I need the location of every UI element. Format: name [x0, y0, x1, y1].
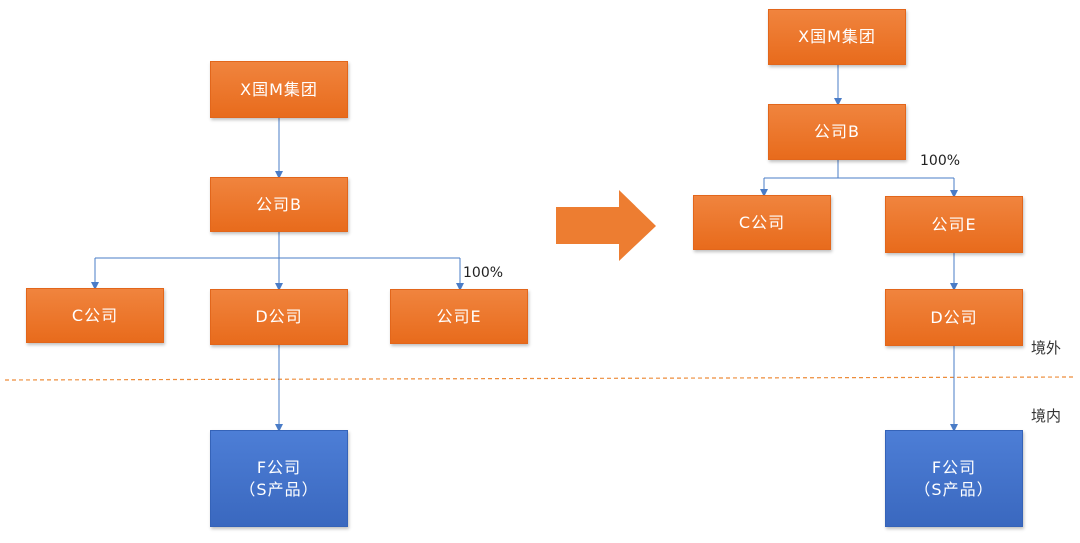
right-node-company-f-line1: F公司 — [931, 457, 977, 477]
left-ownership-label: 100% — [463, 265, 504, 281]
left-node-company-e-label: 公司E — [436, 306, 482, 326]
right-node-company-b-label: 公司B — [814, 122, 860, 141]
right-node-company-d: D公司 — [885, 289, 1023, 346]
left-node-company-d-label: D公司 — [255, 307, 303, 326]
right-node-company-e: 公司E — [885, 196, 1023, 253]
right-node-x-group-label: X国M集团 — [798, 27, 876, 46]
left-node-company-c: C公司 — [26, 288, 164, 343]
left-node-company-d: D公司 — [210, 289, 348, 345]
right-node-x-group: X国M集团 — [768, 9, 906, 65]
right-node-company-c-label: C公司 — [738, 212, 786, 232]
right-ownership-label: 100% — [920, 153, 961, 169]
left-node-company-f-line2: （S产品） — [239, 479, 319, 499]
left-node-company-b-label: 公司B — [256, 194, 302, 214]
left-node-x-group: X国M集团 — [210, 61, 348, 118]
right-node-company-c: C公司 — [693, 195, 831, 250]
left-node-company-f-line1: F公司 — [256, 457, 302, 477]
transition-arrow-icon — [556, 190, 656, 261]
right-node-company-f: F公司 （S产品） — [885, 430, 1023, 527]
right-node-company-d-label: D公司 — [930, 307, 978, 327]
region-label-offshore: 境外 — [1031, 339, 1062, 357]
left-node-x-group-label: X国M集团 — [240, 79, 318, 99]
left-node-company-e: 公司E — [390, 289, 528, 344]
border-divider-line — [4, 376, 1076, 381]
left-node-company-b: 公司B — [210, 177, 348, 232]
right-node-company-f-line2: （S产品） — [914, 479, 994, 499]
right-node-company-b: 公司B — [768, 104, 906, 160]
left-node-company-c-label: C公司 — [71, 305, 119, 325]
left-node-company-f: F公司 （S产品） — [210, 430, 348, 527]
region-label-onshore: 境内 — [1031, 407, 1062, 425]
right-node-company-e-label: 公司E — [931, 214, 977, 234]
